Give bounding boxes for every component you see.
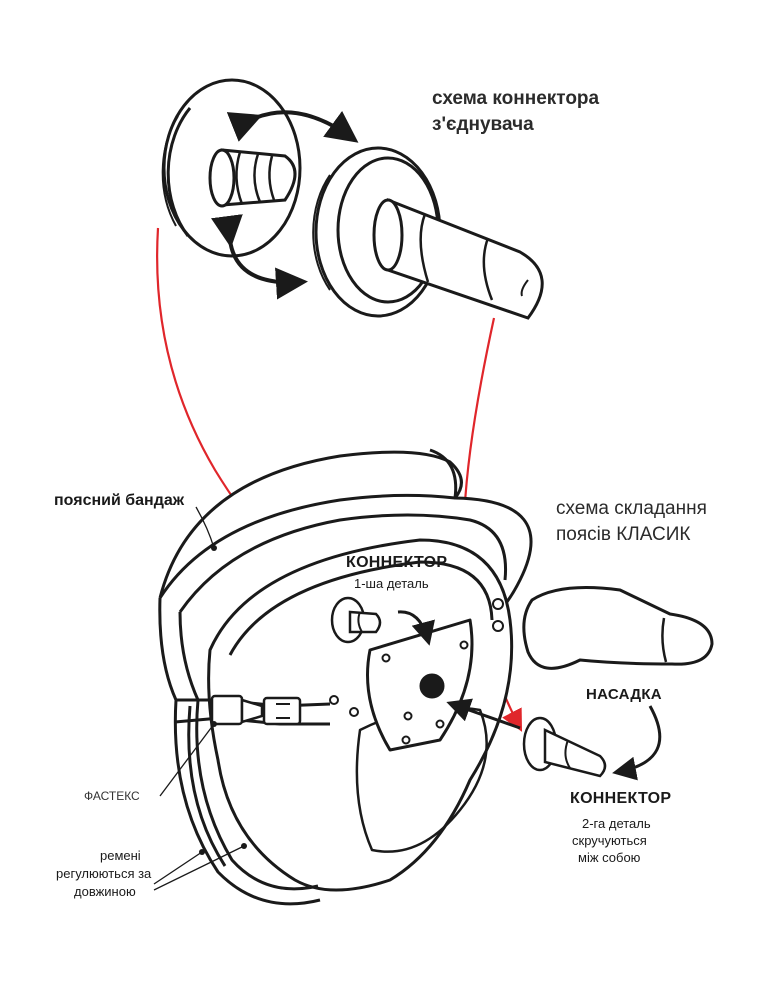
- connector-male-icon: [312, 146, 544, 320]
- attachment-label: НАСАДКА: [586, 686, 662, 703]
- connector-female-icon: [161, 78, 302, 258]
- connector-part1-title: КОННЕКТОР: [346, 554, 448, 571]
- connector-part2-title: КОННЕКТОР: [570, 790, 672, 807]
- leader-dot-strap-2: [241, 843, 247, 849]
- leader-dot-fastex: [211, 721, 217, 727]
- assembly-scheme-subtitle: поясів КЛАСИК: [556, 524, 691, 545]
- connector-part2-line2: скручуються: [572, 833, 647, 848]
- connector-small-part1-icon: [330, 596, 382, 644]
- attachment-icon: [522, 586, 714, 670]
- leader-dot-waist: [211, 545, 217, 551]
- fastex-label: ФАСТЕКС: [84, 789, 140, 803]
- twist-arrow-icon: [211, 110, 359, 300]
- arrow-to-plate: [397, 610, 435, 646]
- leader-dot-strap-1: [199, 849, 205, 855]
- waist-band-label: поясний бандаж: [54, 492, 185, 509]
- connector-part2-line3: між собою: [578, 850, 641, 865]
- straps-label-line3: довжиною: [74, 884, 136, 899]
- arrow-attachment-to-connector: [612, 705, 662, 781]
- straps-label-line1: ремені: [100, 848, 141, 863]
- straps-label-line2: регулюються за: [56, 866, 152, 881]
- harness-icon: [158, 448, 533, 906]
- connector-part1-subtitle: 1-ша деталь: [354, 576, 429, 591]
- connector-small-part2-icon: [522, 716, 607, 778]
- connector-scheme-subtitle: з'єднувача: [432, 114, 534, 135]
- assembly-scheme-title: схема складання: [556, 498, 707, 519]
- connector-scheme-title: схема коннектора: [432, 88, 600, 109]
- leader-lines: [153, 506, 245, 891]
- arrow-to-hole: [446, 698, 521, 730]
- buckle-icon: [210, 694, 302, 726]
- connector-part2-line1: 2-га деталь: [582, 816, 651, 831]
